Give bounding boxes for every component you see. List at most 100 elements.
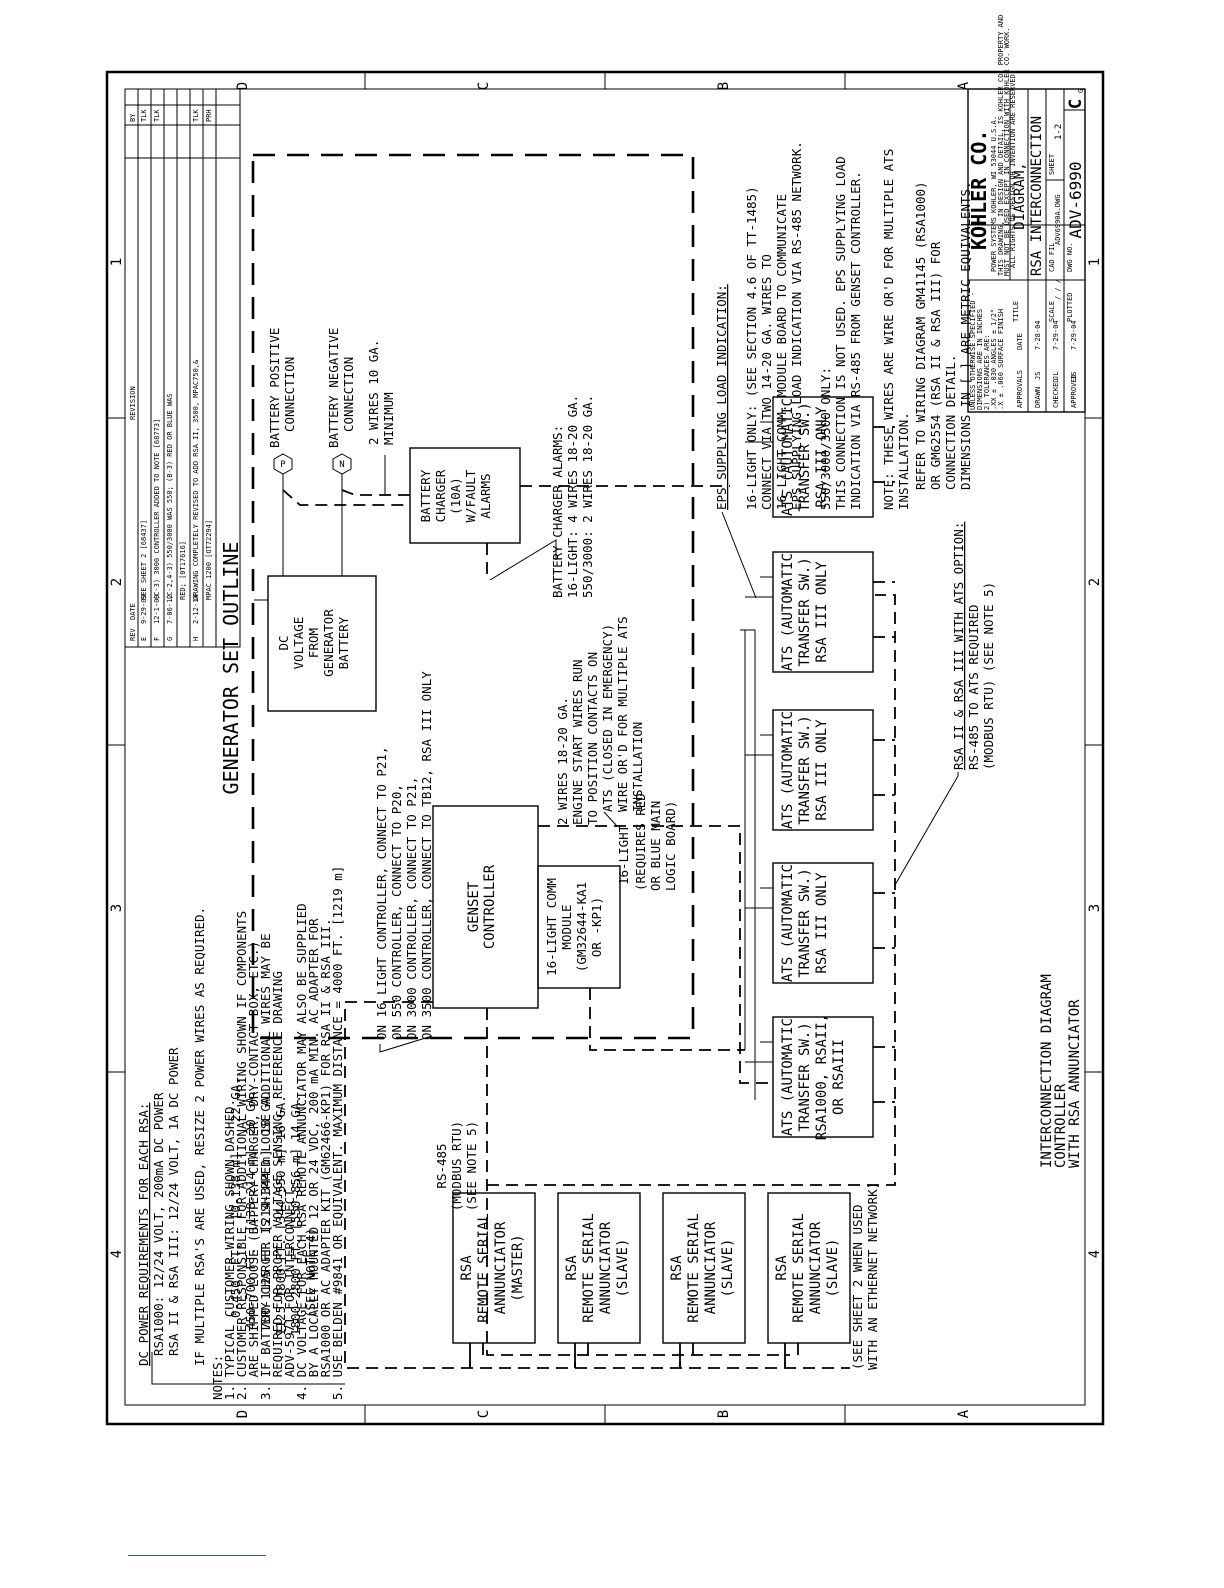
gauge-row: 1125-1800 FT. [344-550 m] 16 GA. <box>273 1095 288 1336</box>
approvals-header: APPROVALS <box>1016 370 1024 408</box>
rsa-label: ANNUNCIATOR <box>598 1221 614 1314</box>
zone-number: 1 <box>1087 258 1103 266</box>
zone-letter: D <box>235 1410 251 1418</box>
comm-module-line: MODULE <box>559 904 574 949</box>
revision-letter: G <box>1077 89 1085 93</box>
dc-voltage-line: BATTERY <box>336 616 351 669</box>
genset-controller-label: GENSET <box>466 881 482 932</box>
dc-power-leader <box>151 1352 345 1385</box>
rsa-label: REMOTE SERIAL <box>581 1213 597 1323</box>
property-notice: ALL RIGHTS OF DESIGN OR INVENTION ARE RE… <box>1009 70 1017 268</box>
logic-board-note: 16-LIGHT (REQUIRES RED OR BLUE MAIN LOGI… <box>616 793 678 891</box>
sheet-size: C <box>1066 99 1086 109</box>
checked-date: 7-29-04 <box>1052 320 1060 350</box>
rev-by: PRH <box>205 109 213 122</box>
rsa-label: (MASTER) <box>510 1234 526 1301</box>
note-line: 2. CUSTOMER RESPONSIBLE FOR ADDITIONAL W… <box>234 911 249 1400</box>
drawing-number: ADV-6990 <box>1066 161 1085 238</box>
ats-option-line: RSA II & RSA III WITH ATS OPTION: <box>951 522 966 770</box>
battery-negative-label: CONNECTION <box>341 357 356 432</box>
zone-number: 2 <box>109 578 125 586</box>
property-notice: MUST NOT BE USED EXCEPT IN CONNECTION WI… <box>1003 27 1011 276</box>
battery-wire-spec: 2 WIRES 10 GA. <box>366 340 381 445</box>
zone-number: 3 <box>109 904 125 912</box>
tolerance-line: .X ± .060 SURFACE FINISH <box>997 309 1005 410</box>
ats-label: ATS (AUTOMATIC <box>780 711 796 829</box>
ethernet-note-line: WITH AN ETHERNET NETWORK) <box>865 1182 880 1370</box>
gauge-note: (SEE NOTE 4) <box>303 1228 318 1318</box>
date-header: DATE <box>1016 333 1024 350</box>
rsa-label: (SLAVE) <box>615 1238 631 1297</box>
revision-row: RED; [0T17616] <box>179 541 187 600</box>
revision-row: MPAC 1200 [OT72294]PRH <box>205 109 213 600</box>
engine-start-line: ENGINE START WIRES RUN <box>570 659 585 825</box>
eps-indication-wire <box>740 629 756 1100</box>
controller-note-leader <box>379 1035 433 1053</box>
ats-label: RSA III ONLY <box>814 561 830 663</box>
battery-positive-label: BATTERY POSITIVE <box>267 328 282 448</box>
tolerance-line: .XX ± .030 ANGLES ± 1/2° <box>990 309 998 410</box>
ats-option-leader <box>894 772 959 886</box>
eps-note-line: CONNECTION DETAIL. <box>943 355 958 490</box>
property-notice: THIS DRAWING, IN DESIGN AND DETAIL, IS K… <box>997 15 1005 276</box>
zone-letter: C <box>476 82 492 90</box>
eps-note-title: EPS SUPPLYING LOAD INDICATION: <box>714 284 729 510</box>
rev-description: SEE SHEET 2 [68437] <box>140 520 148 600</box>
approved-label: APPROVED <box>1070 374 1078 408</box>
ats-option-note: RSA II & RSA III WITH ATS OPTION: RS-485… <box>951 522 996 770</box>
note-line: 5. USE BELDEN #9841 OR EQUIVALENT. MAXIM… <box>330 866 345 1400</box>
checked-label: CHECKED <box>1052 378 1060 408</box>
rev-date: 7-06-12 <box>166 594 174 624</box>
battery-connections: P N BATTERY POSITIVE CONNECTION BATTERY … <box>267 328 410 576</box>
gauge-row: 450-700 FT. [138-214 m] 20 GA. <box>243 1089 258 1330</box>
rev-date: 9-29-09 <box>140 594 148 624</box>
footer-link-underline <box>128 1555 266 1556</box>
rsa-label: REMOTE SERIAL <box>791 1213 807 1323</box>
battery-positive-label: CONNECTION <box>282 357 297 432</box>
note-line: 1. TYPICAL CUSTOMER WIRING SHOWN DASHED. <box>222 1099 237 1400</box>
charger-alarms-leader <box>489 539 557 581</box>
comm-module-box <box>537 865 621 989</box>
tolerance-line: DIMENSIONS ARE IN INCHES <box>976 309 984 410</box>
charger-line: W/FAULT <box>463 469 478 522</box>
sheet-value: 1-2 <box>1054 124 1064 140</box>
zone-ticks <box>107 72 1103 1424</box>
ats-option-line: RS-485 TO ATS REQUIRED <box>966 604 981 770</box>
rsa-box <box>557 1192 641 1344</box>
rsa-box <box>452 1192 536 1344</box>
comm-module-line: OR -KP1) <box>589 897 604 957</box>
engine-start-line: TO POSITION CONTACTS ON <box>585 652 600 825</box>
battery-charger-box <box>409 447 521 544</box>
dc-voltage-line: GENERATOR <box>321 609 336 677</box>
dc-power-line: IF MULTIPLE RSA'S ARE USED, RESIZE 2 POW… <box>192 907 207 1366</box>
generator-set-outline-label: GENERATOR SET OUTLINE <box>219 542 243 795</box>
logic-note-line: OR BLUE MAIN <box>648 801 663 891</box>
dc-voltage-text: DC VOLTAGE FROM GENERATOR BATTERY <box>276 609 351 677</box>
battery-negative-label: BATTERY NEGATIVE <box>326 328 341 448</box>
rsa-label: RSA <box>564 1255 580 1281</box>
comm-module-line: (GM32644-KA1 <box>574 882 589 972</box>
battery-negative-letter: N <box>339 460 344 470</box>
engine-start-note: 2 WIRES 18-20 GA. ENGINE START WIRES RUN… <box>555 616 645 825</box>
controller-connection-notes: ON 16 LIGHT CONTROLLER, CONNECT TO P21, … <box>374 671 434 1040</box>
drawn-date: 7-28-04 <box>1034 320 1042 350</box>
zone-letter: A <box>956 1409 972 1418</box>
tolerance-line: UNLESS OTHERWISE SPECIFIED - <box>969 292 977 410</box>
rsa-label: REMOTE SERIAL <box>476 1213 492 1323</box>
rev-description: DRAWING COMPLETELY REVISED TO ADD RSA II… <box>192 359 200 600</box>
zone-numbers: 4 3 2 1 4 3 2 1 <box>109 258 1103 1258</box>
sheet-label: SHEET <box>1048 153 1056 175</box>
dc-voltage-box <box>267 575 377 712</box>
drawn-by: JS <box>1034 372 1042 380</box>
rsa-label: (SLAVE) <box>825 1238 841 1297</box>
rsa-label: (SLAVE) <box>720 1238 736 1297</box>
rev-description: (C-3) 3000 CONTROLLER ADDED TO NOTE [687… <box>153 419 161 600</box>
rev-by: TLK <box>153 109 161 122</box>
gauge-row: 0-450 FT. [0-138 m] 22 GA. <box>228 1077 243 1318</box>
eps-note-line: 550/3000/3500 ONLY: <box>818 367 833 510</box>
